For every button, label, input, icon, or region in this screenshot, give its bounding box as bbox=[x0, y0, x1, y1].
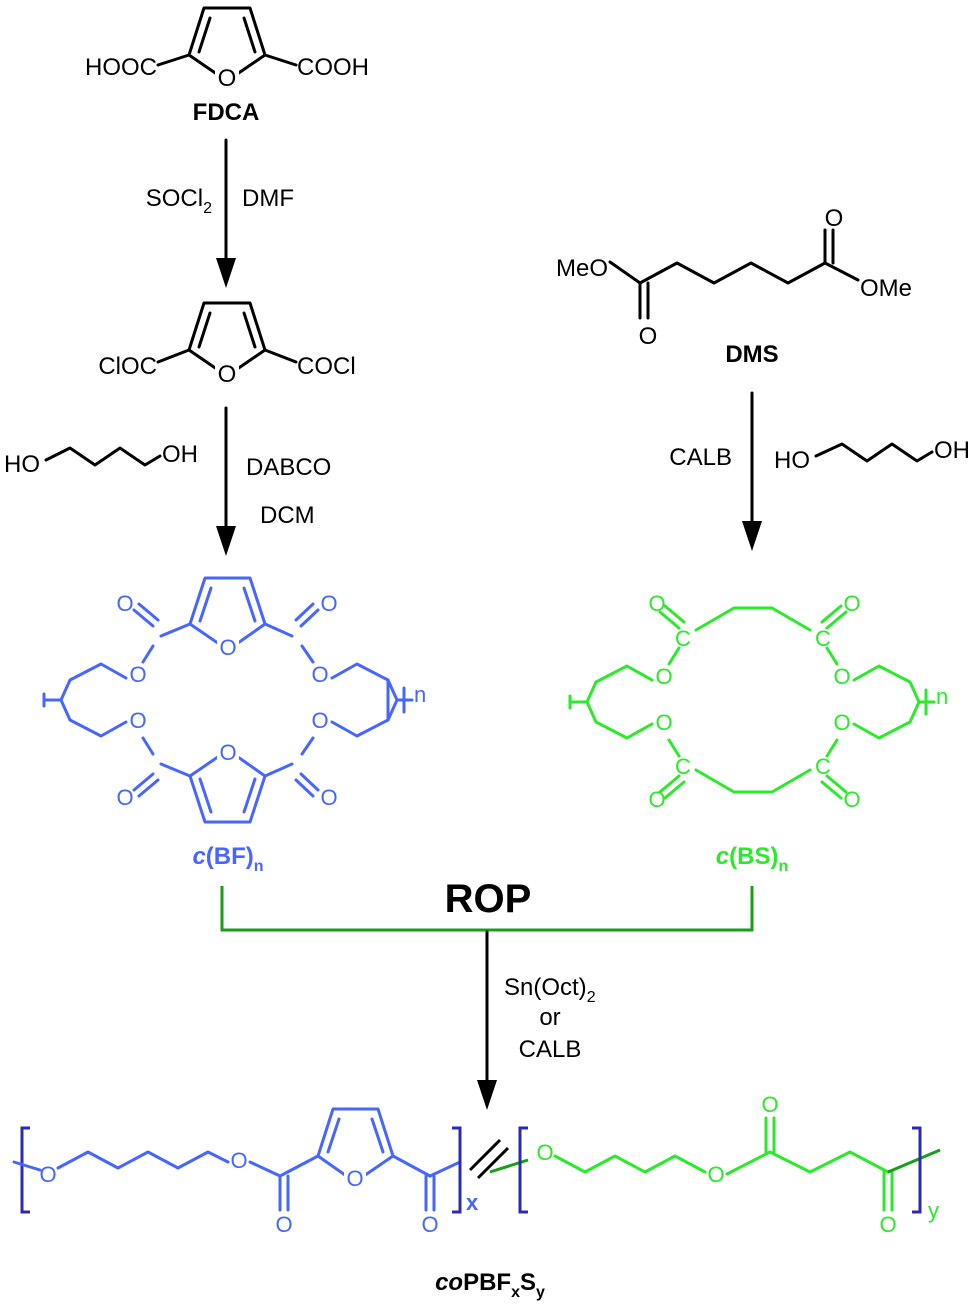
fdca-left-carboxyl: HOOC bbox=[85, 54, 157, 81]
fdca-furan-ring bbox=[187, 6, 267, 83]
copolymer-ether-oxygen: O bbox=[39, 1162, 56, 1187]
copolymer-bs-block: O O O O y bbox=[518, 1092, 941, 1237]
fdca-ring-oxygen: O bbox=[218, 65, 237, 92]
copolymer-ring-oxygen: O bbox=[346, 1166, 363, 1191]
dms-label: DMS bbox=[725, 341, 778, 368]
fdca-label: FDCA bbox=[193, 99, 260, 126]
copolymer-sub-y: y bbox=[928, 1198, 939, 1223]
arrow-dms-to-cbs bbox=[742, 391, 762, 551]
dms-right-carbonyl-oxygen: O bbox=[825, 205, 844, 232]
cbs-carbonyl-oxygen: O bbox=[648, 591, 665, 616]
cbs-repeat-n: n bbox=[936, 684, 948, 709]
copolymer-carbonyl-oxygen: O bbox=[761, 1092, 778, 1117]
reagent-calb: CALB bbox=[669, 444, 732, 471]
acid-chloride-left-group: ClOC bbox=[98, 353, 157, 380]
copolymer-carbonyl-oxygen: O bbox=[275, 1212, 292, 1237]
dms-structure: MeO OMe O O DMS bbox=[556, 205, 912, 368]
cbf-ester-oxygen: O bbox=[311, 662, 328, 687]
cbs-carbon: C bbox=[675, 626, 691, 651]
cbs-ester-oxygen: O bbox=[833, 710, 850, 735]
cbf-carbonyl-oxygen: O bbox=[320, 785, 337, 810]
cbs-ester-oxygen: O bbox=[655, 664, 672, 689]
cbs-label: c(BS)n bbox=[716, 843, 788, 875]
copolymer-ester-oxygen: O bbox=[707, 1162, 724, 1187]
acid-chloride-ring-oxygen: O bbox=[218, 361, 237, 388]
copolymer-random-link bbox=[468, 1138, 529, 1180]
acid-chloride-structure: O ClOC COCl bbox=[98, 301, 356, 388]
cbf-carbonyl-oxygen: O bbox=[116, 591, 133, 616]
cbf-ester-oxygen: O bbox=[129, 662, 146, 687]
cbf-carbonyl-oxygen: O bbox=[116, 785, 133, 810]
cbs-ester-oxygen: O bbox=[655, 710, 672, 735]
dms-left-methoxy: MeO bbox=[556, 255, 608, 282]
cbs-carbonyl-oxygen: O bbox=[843, 787, 860, 812]
rop-connector bbox=[220, 886, 754, 932]
cbs-ester-oxygen: O bbox=[833, 664, 850, 689]
copolymer-label: coPBFxSy bbox=[435, 1269, 545, 1301]
cbs-carbonyl-oxygen: O bbox=[648, 787, 665, 812]
butanediol-right: HO OH bbox=[774, 437, 970, 474]
copolymer-ether-oxygen: O bbox=[536, 1140, 553, 1165]
cbf-cyclic-oligomer: O O O O O n O O O bbox=[42, 576, 426, 824]
cbf-label: c(BF)n bbox=[192, 843, 263, 875]
copolymer-carbonyl-oxygen: O bbox=[879, 1212, 896, 1237]
butanediol-left-oh: OH bbox=[162, 441, 198, 468]
arrow-rop bbox=[477, 930, 497, 1110]
copolymer-sub-x: x bbox=[466, 1190, 479, 1215]
cbf-bottom-ring-oxygen: O bbox=[219, 740, 236, 765]
reagent-dcm: DCM bbox=[260, 502, 315, 529]
acid-chloride-furan-ring bbox=[187, 301, 267, 378]
cbs-cyclic-oligomer: C O O C O O n O O C C O O bbox=[568, 591, 948, 812]
cbf-ester-oxygen: O bbox=[129, 708, 146, 733]
fdca-right-carboxyl: COOH bbox=[297, 54, 369, 81]
butanediol-right-oh: OH bbox=[934, 437, 970, 464]
reagent-dmf: DMF bbox=[242, 185, 294, 212]
cbf-ester-oxygen: O bbox=[311, 708, 328, 733]
cbf-top-ring-oxygen: O bbox=[219, 635, 236, 660]
arrow-to-cbf bbox=[216, 406, 236, 556]
rop-catalyst-calb: CALB bbox=[519, 1036, 582, 1063]
cbf-repeat-n: n bbox=[414, 682, 426, 707]
dms-left-carbonyl-oxygen: O bbox=[639, 323, 658, 350]
acid-chloride-right-group: COCl bbox=[297, 353, 356, 380]
butanediol-left-ho: HO bbox=[4, 451, 40, 478]
cbs-carbon: C bbox=[815, 626, 831, 651]
rop-catalyst-tin-octoate: Sn(Oct)2 bbox=[504, 974, 596, 1006]
arrow-fdca-to-acid-chloride bbox=[216, 138, 236, 288]
fdca-structure: O HOOC COOH FDCA bbox=[85, 6, 369, 126]
copolymer-ester-oxygen: O bbox=[230, 1148, 247, 1173]
cbs-carbon: C bbox=[675, 754, 691, 779]
cbs-carbonyl-oxygen: O bbox=[843, 591, 860, 616]
butanediol-left: HO OH bbox=[4, 441, 198, 478]
reagent-dabco: DABCO bbox=[246, 454, 331, 481]
cbf-carbonyl-oxygen: O bbox=[320, 591, 337, 616]
copolymer-bf-block: O O O O O x bbox=[12, 1107, 479, 1237]
reagent-thionyl-chloride: SOCl2 bbox=[146, 185, 212, 217]
butanediol-right-ho: HO bbox=[774, 447, 810, 474]
cbs-carbon: C bbox=[815, 754, 831, 779]
rop-or: or bbox=[539, 1004, 560, 1031]
rop-title: ROP bbox=[445, 877, 532, 921]
copolymer-carbonyl-oxygen: O bbox=[421, 1212, 438, 1237]
dms-right-methoxy: OMe bbox=[860, 275, 912, 302]
